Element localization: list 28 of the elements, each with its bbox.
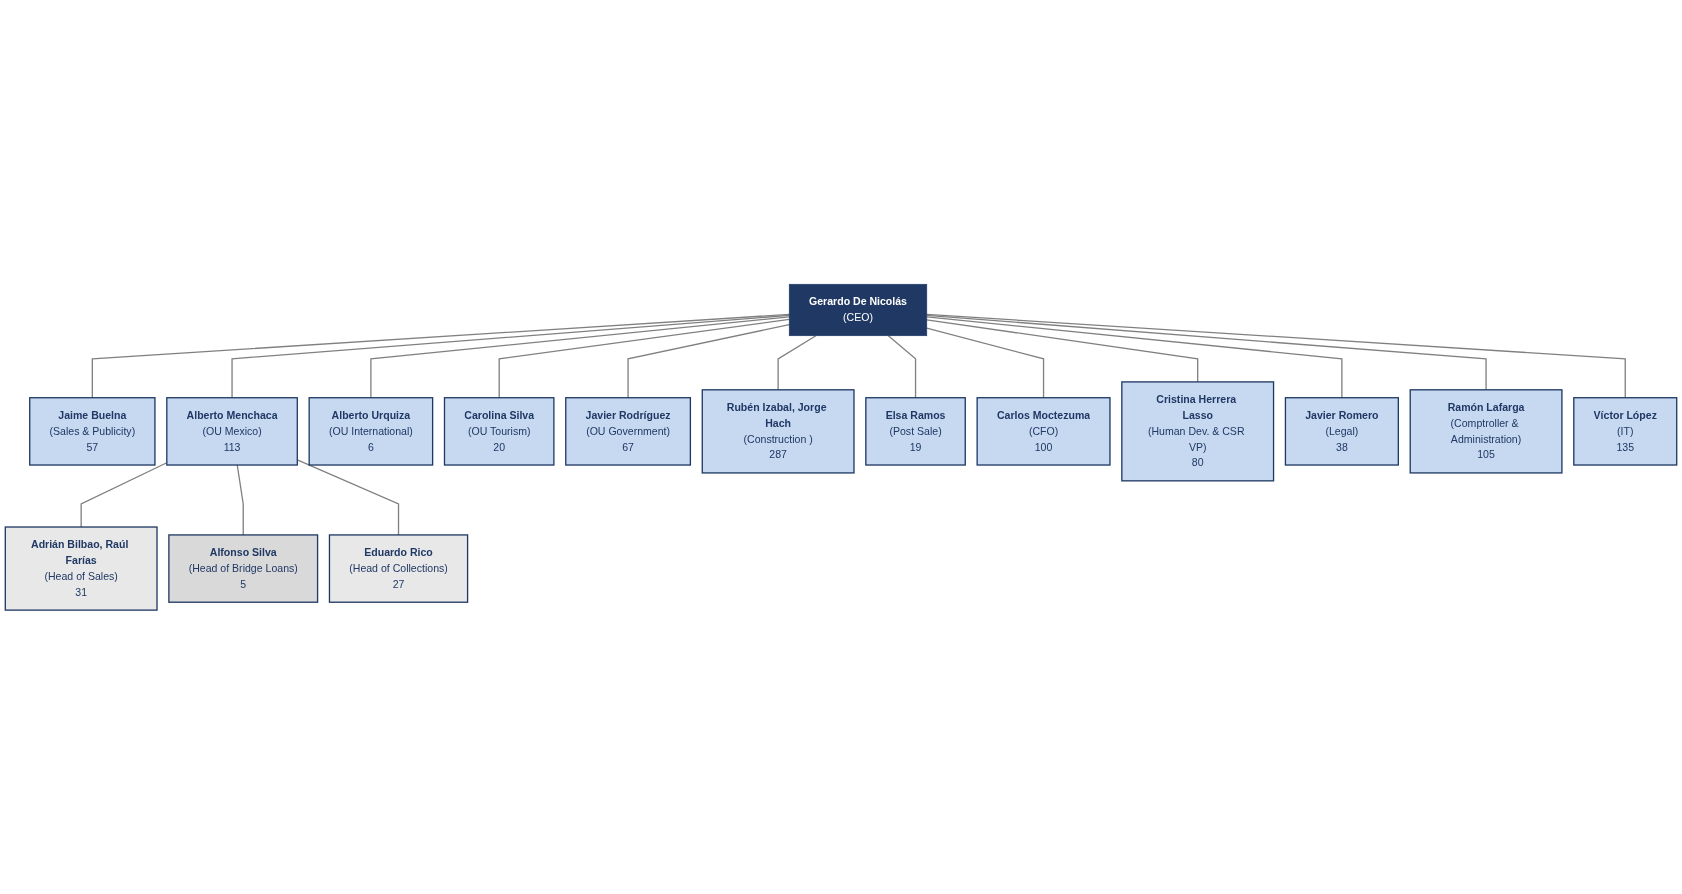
node-box: Jaime Buelna (Sales & Publicity) 57 (29, 396, 156, 466)
node-box: Elsa Ramos (Post Sale) 19 (865, 396, 966, 466)
node-box: Ramón Lafarga (Comptroller & Administration) 105 (1409, 388, 1563, 474)
node-box: Carlos Moctezuma (CFO) 100 (976, 396, 1111, 466)
connector (926, 313, 1626, 399)
connector (887, 334, 917, 399)
node-box: Alfonso Silva (Head of Bridge Loans) 5 (168, 534, 319, 603)
node-box: Rubén Izabal, Jorge Hach (Construction ) 287 (701, 388, 855, 474)
node-box: Víctor López (IT) 135 (1573, 396, 1678, 466)
node-box: Alberto Menchaca (OU Mexico) 113 (166, 396, 298, 466)
connector (91, 313, 790, 399)
connector (498, 318, 790, 399)
node-box: Eduardo Rico (Head of Collections) 27 (328, 534, 469, 603)
connector (926, 327, 1045, 399)
connector (231, 314, 790, 399)
connector (926, 316, 1343, 399)
connector (370, 316, 790, 399)
connector (627, 323, 790, 399)
node-box: Gerardo De Nicolás (CEO) (788, 283, 928, 336)
connector (236, 464, 244, 536)
node-box: Javier Rodríguez (OU Government) 67 (565, 396, 692, 466)
node-box: Cristina Herrera Lasso (Human Dev. & CSR VP) 80 (1121, 381, 1275, 482)
node-box: Carolina Silva (OU Tourism) 20 (443, 396, 555, 466)
connector (926, 319, 1199, 383)
node-box: Javier Romero (Legal) 38 (1284, 396, 1399, 466)
node-box: Alberto Urquiza (OU International) 6 (308, 396, 434, 466)
node-box: Adrián Bilbao, Raúl Farías (Head of Sales) 31 (4, 526, 158, 611)
connector (926, 314, 1487, 391)
